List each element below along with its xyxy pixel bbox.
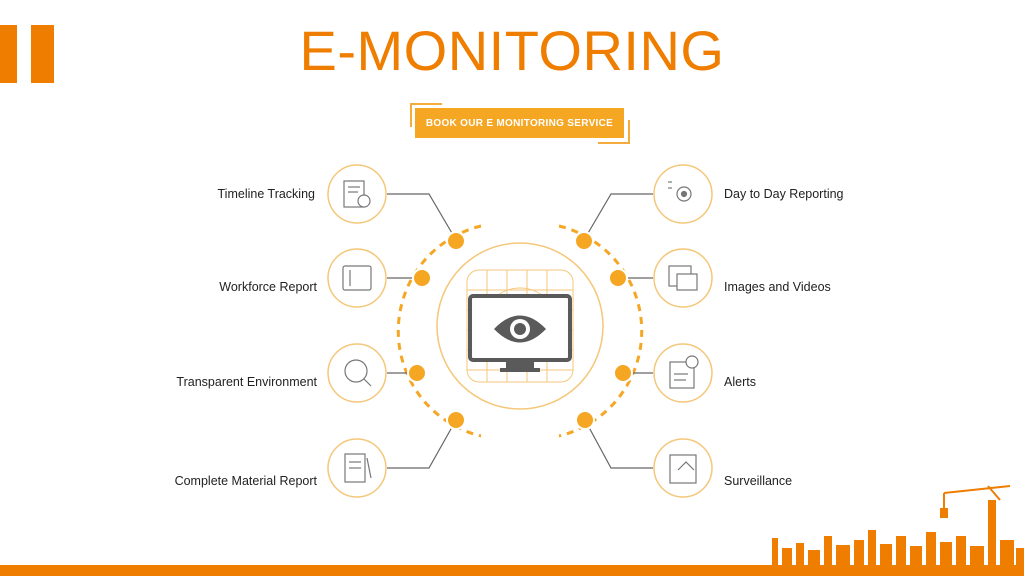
brand-mark-bar-right — [31, 25, 54, 83]
cta-frame-corner-top — [410, 103, 442, 127]
feature-label-left-4: Complete Material Report — [174, 474, 317, 488]
alerts-icon — [653, 343, 713, 403]
feature-label-right-1: Day to Day Reporting — [724, 187, 844, 201]
footer-bar — [0, 565, 1024, 576]
skyline-decoration — [772, 500, 1024, 565]
feature-label-right-4: Surveillance — [724, 474, 793, 488]
transparent-environment-icon — [327, 343, 387, 403]
cta-frame-corner-bottom — [598, 120, 630, 144]
timeline-tracking-icon — [327, 164, 387, 224]
dashed-arc-right — [558, 224, 644, 438]
center-outer-ring — [436, 242, 604, 410]
book-service-button[interactable]: BOOK OUR E MONITORING SERVICE — [415, 108, 624, 138]
page-title: E-MONITORING — [299, 19, 725, 82]
feature-label-right-3: Alerts — [724, 375, 756, 389]
connector-dots — [407, 231, 633, 430]
surveillance-icon — [653, 438, 713, 498]
feature-label-left-3: Transparent Environment — [176, 375, 317, 389]
feature-label-left-2: Workforce Report — [219, 280, 317, 294]
brand-mark-bar-left — [0, 25, 17, 83]
feature-label-right-2: Images and Videos — [724, 280, 831, 294]
dashed-arc-left — [396, 224, 482, 438]
feature-label-left-1: Timeline Tracking — [217, 187, 316, 201]
workforce-report-icon — [327, 248, 387, 308]
